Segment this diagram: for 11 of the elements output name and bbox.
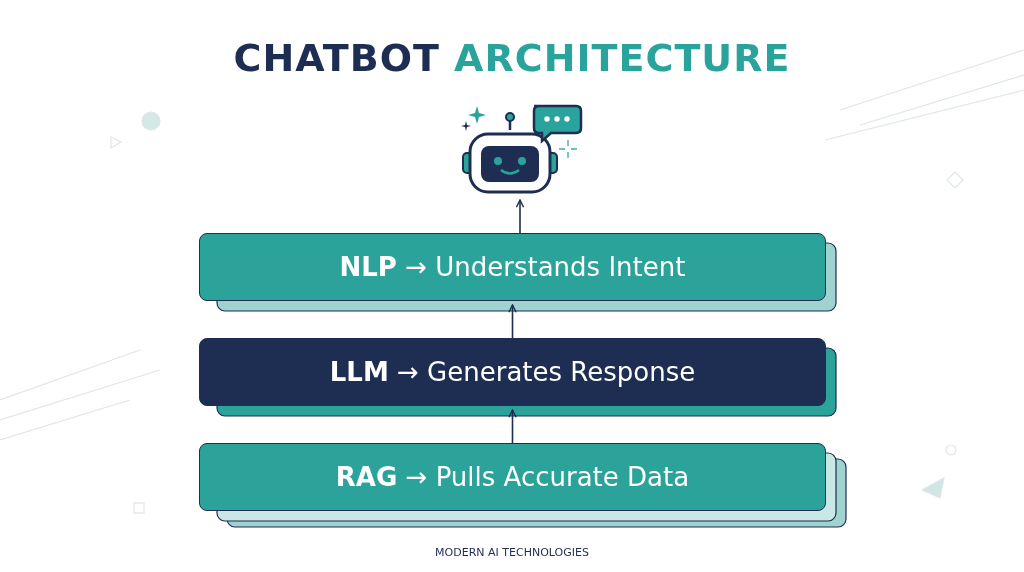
layer-box xyxy=(199,338,826,406)
arrow xyxy=(515,199,525,234)
layer-box xyxy=(199,233,826,301)
caption: MODERN AI TECHNOLOGIES xyxy=(434,546,590,559)
layer-box xyxy=(199,443,826,511)
arrow xyxy=(508,304,517,339)
layer-label: NLP → Understands Intent xyxy=(339,252,686,282)
layer-label: LLM → Generates Response xyxy=(329,357,696,387)
arrow xyxy=(508,409,517,444)
layer-label: RAG → Pulls Accurate Data xyxy=(335,462,690,492)
title: CHATBOT ARCHITECTURE xyxy=(232,36,792,80)
